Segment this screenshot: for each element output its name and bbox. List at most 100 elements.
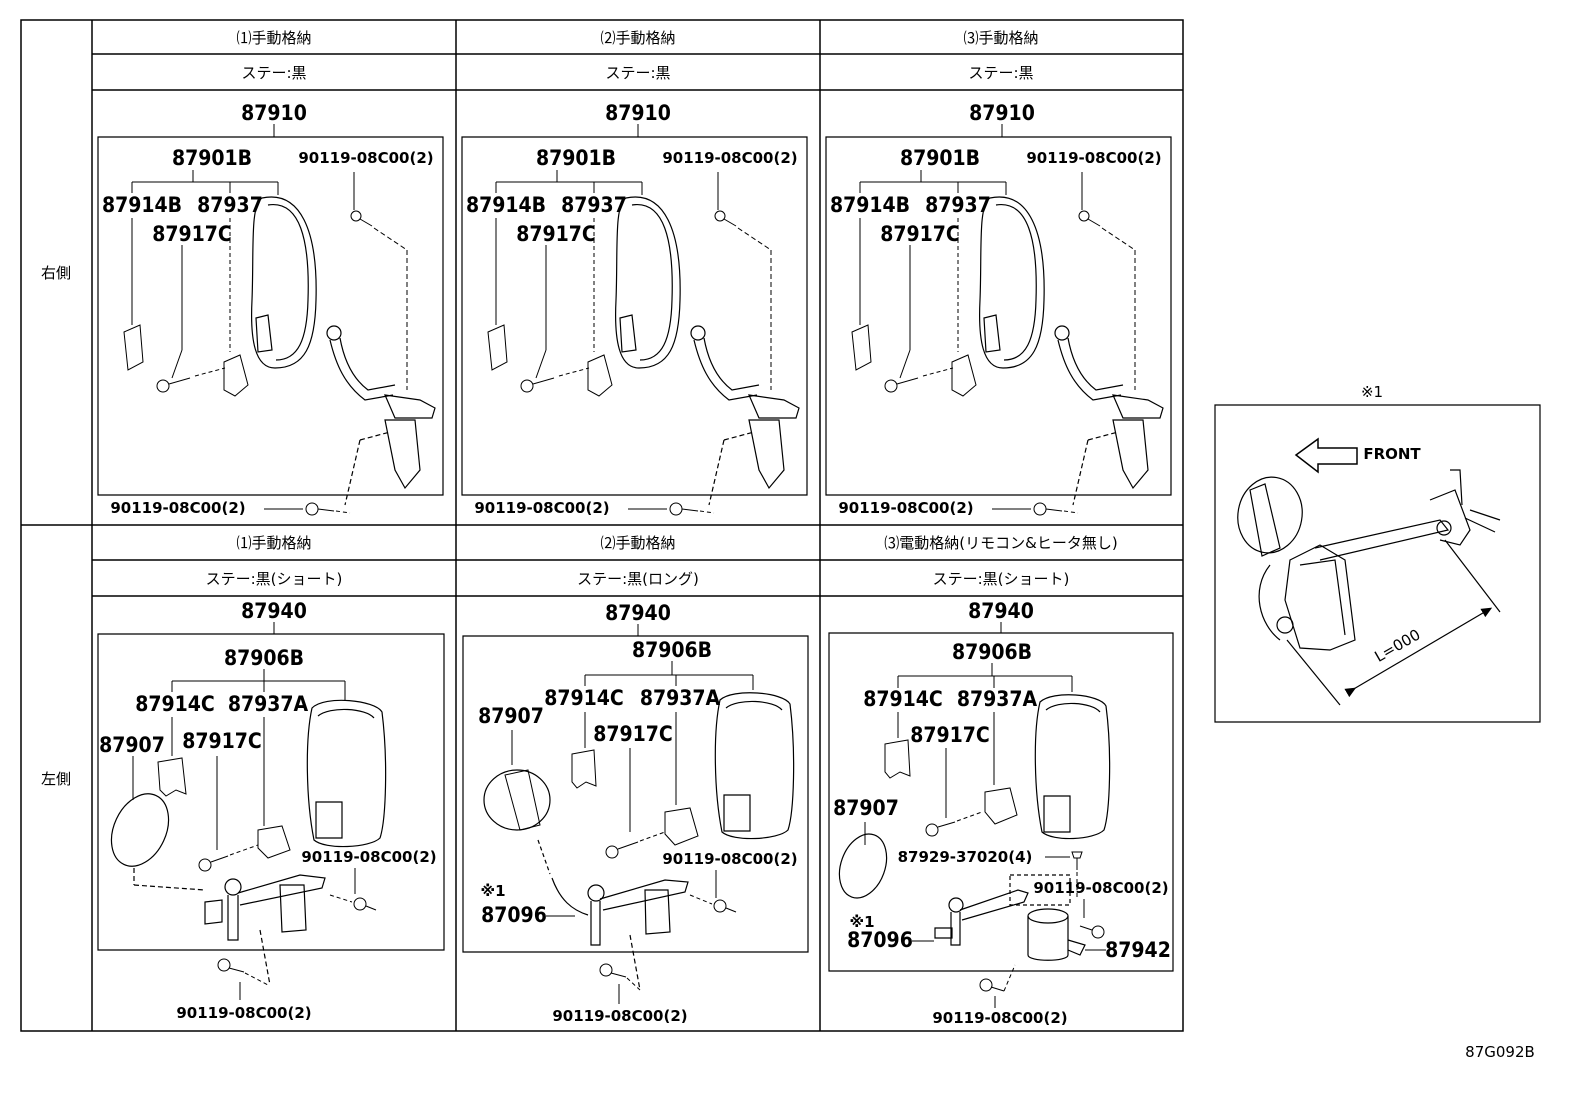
part-number: 87937A — [957, 687, 1038, 711]
stay-header: ステー:黒(ショート) — [206, 570, 343, 588]
assembly-frame — [98, 137, 443, 495]
mirror-head-illustration — [252, 197, 317, 368]
mirror-head-illustration — [1035, 695, 1109, 839]
stay-header: ステー:黒(ロング) — [577, 570, 699, 588]
bolt-label: 90119-08C00(2) — [1033, 879, 1168, 897]
sub-assembly-number: 87901B — [536, 146, 616, 170]
part-number: 87914B — [466, 193, 546, 217]
part-number: 87914C — [544, 686, 624, 710]
sub-mirror-illustration — [100, 785, 179, 876]
part-number: 87937A — [228, 692, 309, 716]
mirror-head-illustration — [307, 700, 385, 846]
assembly-number: 87910 — [241, 101, 307, 125]
part-number: 87096 — [481, 903, 547, 927]
bolt-label: 90119-08C00(2) — [298, 149, 433, 167]
motor-illustration — [1028, 909, 1085, 960]
stay-arm-illustration — [935, 875, 1070, 945]
inset-mirror-illustration — [1232, 470, 1500, 705]
part-number: 87917C — [910, 723, 990, 747]
stay-arm-illustration — [134, 868, 325, 985]
inset-mark: ※1 — [1361, 383, 1383, 401]
screw-bracket-illustration — [884, 355, 976, 396]
screw-bracket-illustration — [156, 355, 248, 396]
bolt-illustration — [669, 502, 714, 516]
mirror-head-illustration — [715, 693, 793, 839]
front-label: FRONT — [1363, 445, 1421, 463]
bolt-illustration — [350, 210, 407, 390]
bolt-illustration — [305, 502, 350, 516]
assembly-number: 87940 — [605, 601, 671, 625]
stay-header: ステー:黒 — [241, 64, 306, 82]
bolt-label: 90119-08C00(2) — [552, 1007, 687, 1025]
part-number: 87917C — [880, 222, 960, 246]
bolt-label: 90119-08C00(2) — [176, 1004, 311, 1022]
sub-assembly-number: 87906B — [632, 638, 712, 662]
bolt-illustration — [1080, 899, 1105, 939]
screw-bracket-illustration — [520, 355, 612, 396]
stay-arm-illustration — [1054, 325, 1163, 505]
assembly-number: 87940 — [241, 599, 307, 623]
bolt-label: 90119-08C00(2) — [301, 848, 436, 866]
part-number: 87914B — [830, 193, 910, 217]
screw-bracket-illustration — [605, 808, 698, 859]
inset-frame — [1215, 405, 1540, 722]
right-mirror-cell-3: 87910 87901B 90119-08C00(2) 87914B 87937… — [826, 101, 1171, 517]
part-number: 87937A — [640, 686, 721, 710]
bolt-label: 90119-08C00(2) — [838, 499, 973, 517]
screw-label: 87929-37020(4) — [898, 848, 1033, 866]
bolt-label: 90119-08C00(2) — [932, 1009, 1067, 1027]
bolt-illustration — [330, 868, 376, 911]
part-number: 87096 — [847, 928, 913, 952]
assembly-frame — [829, 633, 1173, 971]
part-number: 87917C — [152, 222, 232, 246]
part-number: 87937 — [197, 193, 263, 217]
method-header: ⑶手動格納 — [963, 29, 1038, 47]
sub-assembly-number: 87906B — [224, 646, 304, 670]
stay-header: ステー:黒 — [968, 64, 1033, 82]
screw-bracket-illustration — [925, 788, 1017, 837]
right-mirror-cell-2: 87910 87901B 90119-08C00(2) 87914B 87937… — [462, 101, 807, 517]
pad-illustration — [488, 325, 507, 370]
left-mirror-cell-1: 87940 87906B 87914C 87937A 87917C 87907 — [98, 599, 444, 1022]
screw-bracket-illustration — [198, 826, 290, 872]
footnote-mark: ※1 — [849, 913, 874, 931]
bolt-illustration — [1033, 502, 1078, 516]
assembly-frame — [826, 137, 1171, 495]
bolt-label: 90119-08C00(2) — [662, 850, 797, 868]
bolt-illustration — [599, 963, 640, 1004]
sub-mirror-illustration — [831, 827, 895, 904]
figure-code: 87G092B — [1465, 1043, 1535, 1061]
pad-illustration — [885, 740, 910, 778]
assembly-frame — [98, 634, 444, 950]
part-number: 87917C — [593, 722, 673, 746]
parts-table-grid — [21, 20, 1183, 1031]
bolt-illustration — [217, 958, 268, 1000]
part-number: 87917C — [516, 222, 596, 246]
method-header: ⑶電動格納(リモコン&ヒータ無し) — [884, 534, 1117, 552]
bolt-illustration — [979, 965, 1015, 1008]
sub-assembly-number: 87901B — [172, 146, 252, 170]
bolt-label: 90119-08C00(2) — [110, 499, 245, 517]
sub-assembly-number: 87906B — [952, 640, 1032, 664]
bolt-label: 90119-08C00(2) — [662, 149, 797, 167]
pad-illustration — [852, 325, 871, 370]
front-arrow: FRONT — [1296, 439, 1421, 472]
stay-header: ステー:黒 — [605, 64, 670, 82]
part-number: 87942 — [1105, 938, 1171, 962]
part-number: 87907 — [99, 733, 165, 757]
assembly-frame — [462, 137, 807, 495]
method-header: ⑴手動格納 — [236, 534, 311, 552]
part-number: 87914C — [863, 687, 943, 711]
sub-mirror-illustration — [484, 770, 550, 830]
left-mirror-cell-2: 87940 87906B 87914C 87937A 87917C 87907 — [463, 601, 808, 1025]
mirror-head-illustration — [980, 197, 1045, 368]
bolt-illustration — [690, 870, 736, 913]
stay-header: ステー:黒(ショート) — [933, 570, 1070, 588]
stay-arm-illustration — [538, 840, 688, 990]
part-number: 87914C — [135, 692, 215, 716]
pad-illustration — [158, 758, 186, 796]
footnote-mark: ※1 — [480, 882, 505, 900]
pad-illustration — [124, 325, 143, 370]
bolt-illustration — [714, 210, 771, 390]
